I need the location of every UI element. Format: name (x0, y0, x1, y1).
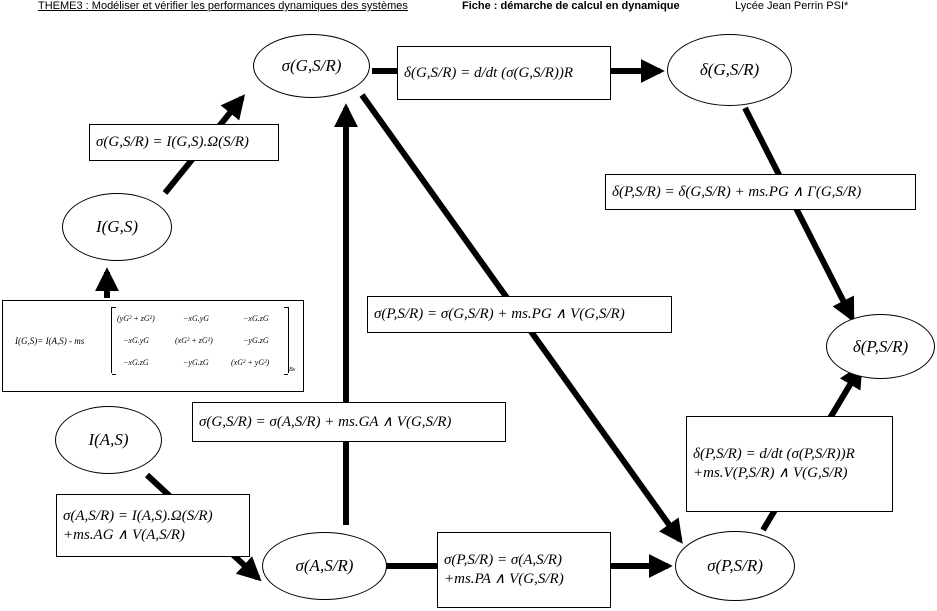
node-sigma-P: σ(P,S/R) (675, 531, 795, 601)
formula-sigma-A: σ(A,S/R) = I(A,S).Ω(S/R) +ms.AG ∧ V(A,S/… (56, 494, 250, 557)
matrix-cell: −xG.zG (243, 314, 269, 323)
formula-line-1: σ(P,S/R) = σ(A,S/R) (444, 552, 562, 569)
node-delta-P: δ(P,S/R) (826, 314, 935, 379)
formula-line-2: +ms.V(P,S/R) ∧ V(G,S/R) (693, 465, 848, 481)
matrix-cell: −xG.zG (123, 358, 149, 367)
matrix-bracket (111, 307, 289, 375)
matrix-cell: −xG.yG (183, 314, 210, 323)
matrix-cell: −xG.yG (123, 336, 150, 345)
formula-text: δ(P,S/R) = δ(G,S/R) + ms.PG ∧ Γ(G,S/R) (612, 183, 862, 200)
formula-sigma-P-from-G: σ(P,S/R) = σ(G,S/R) + ms.PG ∧ V(G,S/R) (367, 296, 672, 333)
formula-delta-transport: δ(P,S/R) = δ(G,S/R) + ms.PG ∧ Γ(G,S/R) (605, 174, 916, 210)
matrix-cell: −yG.zG (243, 336, 269, 345)
formula-sigma-P-from-A: σ(P,S/R) = σ(A,S/R) +ms.PA ∧ V(G,S/R) (437, 532, 611, 608)
formula-text: σ(G,S/R) = I(G,S).Ω(S/R) (96, 134, 249, 151)
matrix-cell: −yG.zG (183, 358, 209, 367)
matrix-cell: (xG² + zG²) (175, 336, 213, 345)
node-delta-G: δ(G,S/R) (667, 34, 792, 106)
matrix-cell: (yG² + zG²) (117, 314, 155, 323)
formula-sigma-G-from-A: σ(G,S/R) = σ(A,S/R) + ms.GA ∧ V(G,S/R) (192, 402, 506, 442)
header-title: Fiche : démarche de calcul en dynamique (462, 0, 680, 12)
arrow-deltaG-to-deltaP (742, 106, 855, 323)
formula-text: σ(G,S/R) = σ(A,S/R) + ms.GA ∧ V(G,S/R) (199, 413, 452, 430)
header-school: Lycée Jean Perrin PSI* (735, 0, 849, 12)
formula-line-1: σ(A,S/R) = I(A,S).Ω(S/R) (63, 507, 213, 524)
node-sigma-G: σ(G,S/R) (253, 34, 370, 98)
node-sigma-A: σ(A,S/R) (262, 532, 387, 600)
formula-text: σ(P,S/R) = σ(G,S/R) + ms.PG ∧ V(G,S/R) (374, 306, 625, 323)
formula-top-derivative: δ(G,S/R) = d/dt (σ(G,S/R))R (397, 46, 611, 100)
huygens-lhs: I(G,S)= I(A,S) - ms (15, 336, 85, 346)
formula-delta-P-derivative: δ(P,S/R) = d/dt (σ(P,S/R))R +ms.V(P,S/R)… (686, 416, 893, 512)
header-theme: THEME3 : Modéliser et vérifier les perfo… (38, 0, 408, 12)
formula-sigma-G-inertia: σ(G,S/R) = I(G,S).Ω(S/R) (89, 124, 279, 161)
node-I-A: I(A,S) (55, 406, 162, 474)
matrix-base-label: Bs (289, 367, 295, 373)
formula-line-1: δ(P,S/R) = d/dt (σ(P,S/R))R (693, 446, 855, 463)
formula-line-2: +ms.AG ∧ V(A,S/R) (63, 526, 185, 543)
matrix-cell: (xG² + yG²) (231, 358, 270, 367)
huygens-matrix-box: I(G,S)= I(A,S) - ms (yG² + zG²) −xG.yG −… (2, 300, 304, 392)
formula-line-2: +ms.PA ∧ V(G,S/R) (444, 571, 564, 587)
node-I-G: I(G,S) (62, 193, 172, 261)
formula-text: δ(G,S/R) = d/dt (σ(G,S/R))R (404, 64, 574, 81)
